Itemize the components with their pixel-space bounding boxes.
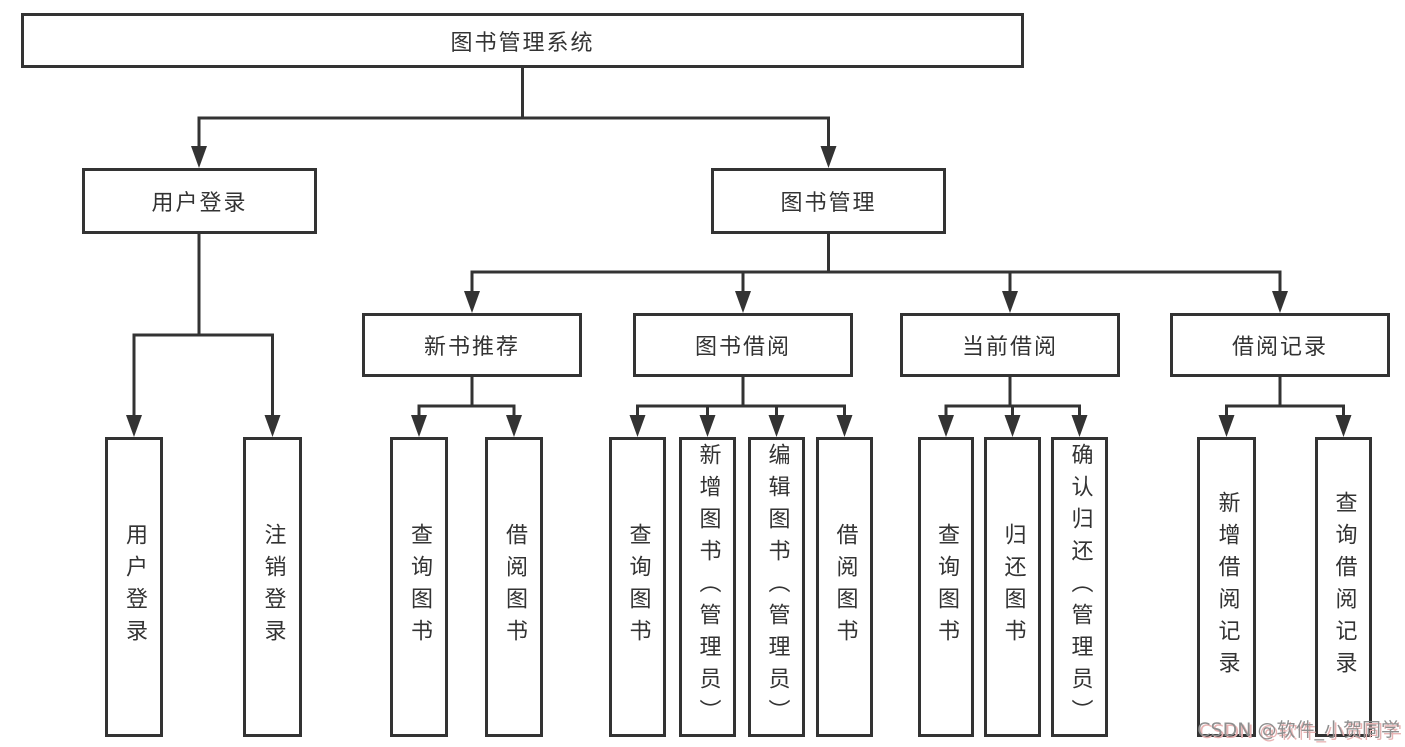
connector-borrow-records-to-children (1225, 375, 1345, 421)
node-new-book-recommendation: 新书推荐 (362, 313, 582, 377)
arrow-down-icon (629, 415, 646, 437)
leaf-borrow-books-recommend: 借阅图书 (485, 437, 543, 737)
leaf-return-books: 归还图书 (984, 437, 1041, 737)
arrow-down-icon (126, 415, 142, 437)
arrow-down-icon (735, 291, 751, 313)
node-current-borrowing: 当前借阅 (900, 313, 1120, 377)
arrow-down-icon (1218, 415, 1235, 437)
connector-new-book-to-children (417, 375, 516, 421)
node-borrowing-records: 借阅记录 (1170, 313, 1390, 377)
arrow-down-icon (411, 415, 427, 437)
connector-book-management-to-modules (470, 232, 1282, 297)
arrow-down-icon (264, 415, 281, 437)
node-user-login: 用户登录 (82, 168, 317, 234)
connector-root-to-branches (197, 66, 830, 152)
arrow-down-icon (820, 146, 837, 168)
arrow-down-icon (836, 415, 853, 437)
arrow-down-icon (1272, 291, 1288, 313)
node-book-borrowing: 图书借阅 (633, 313, 853, 377)
arrow-down-icon (699, 415, 716, 437)
watermark: CSDN @软件_小贺同学 (1197, 719, 1400, 741)
leaf-add-books-admin: 新增图书（管理员） (679, 437, 736, 737)
leaf-logout: 注销登录 (243, 437, 302, 737)
arrow-down-icon (1004, 415, 1021, 437)
leaf-query-books-recommend: 查询图书 (390, 437, 448, 737)
arrow-down-icon (464, 291, 480, 313)
leaf-query-books-current: 查询图书 (918, 437, 974, 737)
arrow-down-icon (1335, 415, 1352, 437)
leaf-query-borrow-record: 查询借阅记录 (1315, 437, 1372, 737)
leaf-add-borrow-record: 新增借阅记录 (1197, 437, 1256, 737)
arrow-down-icon (191, 146, 207, 168)
connector-current-borrow-to-children (944, 375, 1081, 421)
leaf-borrow-books: 借阅图书 (816, 437, 873, 737)
arrow-down-icon (938, 415, 954, 437)
leaf-confirm-return-admin: 确认归还（管理员） (1051, 437, 1108, 737)
leaf-user-login: 用户登录 (105, 437, 163, 737)
node-book-management: 图书管理 (711, 168, 946, 234)
arrow-down-icon (768, 415, 785, 437)
node-root-system: 图书管理系统 (21, 13, 1024, 68)
arrow-down-icon (1002, 291, 1018, 313)
leaf-edit-books-admin: 编辑图书（管理员） (748, 437, 805, 737)
arrow-down-icon (1071, 415, 1088, 437)
connector-user-login-to-children (132, 232, 274, 421)
connector-book-borrow-to-children (636, 375, 846, 421)
leaf-query-books-borrow: 查询图书 (609, 437, 666, 737)
arrowheads (126, 146, 1352, 437)
arrow-down-icon (506, 415, 522, 437)
